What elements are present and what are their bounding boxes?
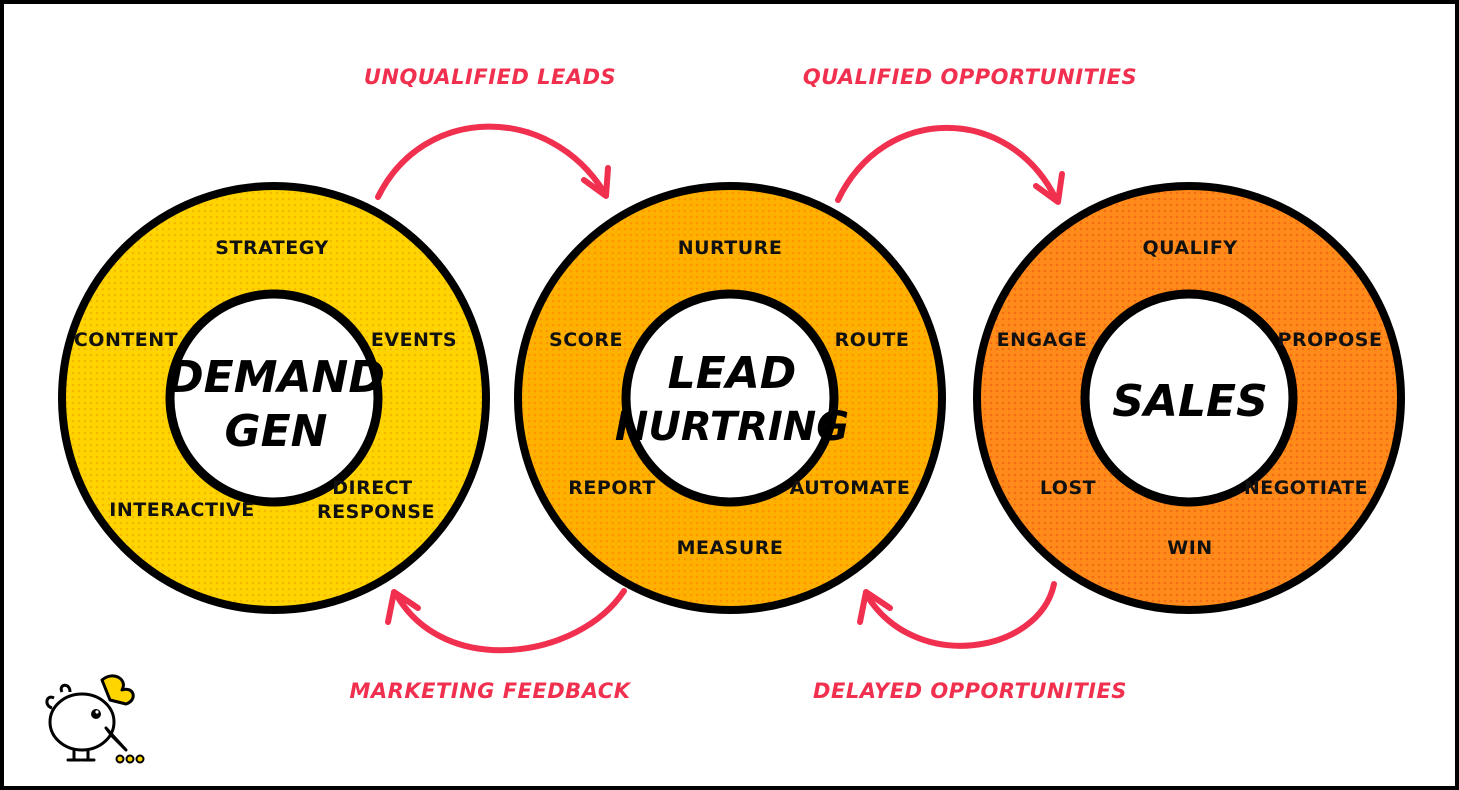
ring-item-automate: AUTOMATE	[790, 477, 911, 499]
ring-item-engage: ENGAGE	[997, 329, 1088, 351]
center-label-demand-gen-line1: DEMAND	[167, 352, 385, 403]
ring-item-score: SCORE	[549, 329, 623, 351]
ring-demand-gen: DEMAND GEN STRATEGY EVENTS DIRECT RESPON…	[58, 182, 490, 614]
arrow-qualified-opportunities	[835, 125, 1065, 205]
flow-label-qualified-opportunities: QUALIFIED OPPORTUNITIES	[803, 65, 1137, 89]
center-label-lead-nurturing-line1: LEAD	[668, 348, 797, 399]
center-label-lead-nurturing-line2: NURTRING	[615, 404, 849, 450]
ring-item-measure: MEASURE	[677, 537, 784, 559]
ring-item-direct-response-text: DIRECT	[332, 477, 412, 499]
process-diagram: DEMAND GEN STRATEGY EVENTS DIRECT RESPON…	[45, 65, 1405, 764]
ring-item-events: EVENTS	[371, 329, 457, 351]
ring-item-interactive: INTERACTIVE	[109, 499, 254, 521]
ring-item-strategy: STRATEGY	[215, 237, 328, 259]
ring-item-win: WIN	[1167, 537, 1212, 559]
center-label-sales: SALES	[1112, 376, 1268, 427]
ring-sales-hole	[1080, 289, 1298, 507]
ring-item-propose: PROPOSE	[1278, 329, 1383, 351]
arrow-delayed-opportunities	[857, 581, 1057, 649]
bird-mascot-icon	[45, 674, 145, 764]
ring-item-direct-response-text-line2: RESPONSE	[317, 501, 435, 523]
flow-label-unqualified-leads: UNQUALIFIED LEADS	[364, 65, 616, 89]
arrow-unqualified-leads	[375, 123, 611, 200]
ring-item-direct-response: DIRECT RESPONSE	[317, 477, 435, 523]
ring-item-route: ROUTE	[835, 329, 910, 351]
center-label-demand-gen-line2: GEN	[225, 406, 328, 457]
ring-item-lost: LOST	[1040, 477, 1096, 499]
ring-item-negotiate: NEGOTIATE	[1244, 477, 1368, 499]
ring-lead-nurturing: LEAD NURTRING NURTURE ROUTE AUTOMATE MEA…	[514, 182, 946, 614]
ring-demand-gen-hole	[165, 289, 383, 507]
ring-item-nurture: NURTURE	[678, 237, 783, 259]
ring-sales: SALES QUALIFY PROPOSE NEGOTIATE WIN LOST…	[973, 182, 1405, 614]
ring-item-qualify: QUALIFY	[1142, 237, 1237, 259]
arrow-marketing-feedback	[385, 588, 627, 654]
ring-lead-nurturing-hole	[621, 289, 839, 507]
flow-label-delayed-opportunities: DELAYED OPPORTUNITIES	[813, 679, 1127, 703]
flow-label-marketing-feedback: MARKETING FEEDBACK	[350, 679, 632, 703]
ring-item-content: CONTENT	[74, 329, 178, 351]
ring-item-report: REPORT	[568, 477, 655, 499]
